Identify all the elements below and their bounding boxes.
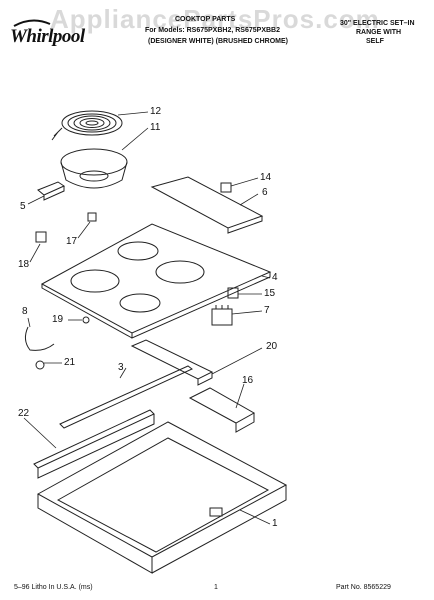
logo-text: Whirlpool [10, 26, 85, 47]
models-line: For Models: RS675PXBH2, RS675PXBB2 [145, 27, 280, 34]
callout-5: 5 [20, 201, 26, 212]
whirlpool-logo: Whirlpool [6, 14, 85, 50]
infinite-switch[interactable] [211, 305, 233, 326]
callout-14: 14 [260, 172, 272, 183]
callout-15: 15 [264, 288, 276, 299]
callout-11: 11 [150, 122, 161, 133]
callout-19: 19 [52, 314, 64, 325]
burner-box[interactable] [36, 421, 288, 574]
watermark: AppliancePartsPros.com [50, 4, 380, 34]
callout-20: 20 [266, 341, 278, 352]
callout-12: 12 [150, 106, 162, 117]
callout-1: 1 [272, 518, 278, 529]
trim-strip[interactable] [59, 365, 193, 429]
callout-22: 22 [18, 408, 30, 419]
front-panel[interactable] [33, 409, 155, 479]
callout-3: 3 [118, 362, 124, 373]
callout-7: 7 [264, 305, 270, 316]
nut-part[interactable] [35, 360, 45, 370]
terminal-block[interactable] [37, 181, 66, 201]
surface-element-coil[interactable] [51, 110, 123, 141]
drip-bowl[interactable] [60, 148, 128, 189]
product-type-line-2: RANGE WITH [356, 29, 402, 36]
page-title: COOKTOP PARTS [175, 16, 236, 23]
side-bracket[interactable] [188, 387, 256, 433]
wire-harness[interactable] [24, 326, 55, 351]
callout-6: 6 [262, 187, 268, 198]
leader-lines [23, 111, 271, 525]
callout-16: 16 [242, 375, 254, 386]
bracket-part[interactable] [35, 231, 47, 243]
callout-17: 17 [66, 236, 78, 247]
callout-8: 8 [22, 306, 28, 317]
screw-part[interactable] [82, 316, 90, 324]
product-type-line-3: SELF [366, 38, 384, 45]
callout-18: 18 [18, 259, 30, 270]
print-info: 5–96 Litho In U.S.A. (ms) [14, 584, 93, 591]
logo-swoosh-icon [13, 19, 51, 27]
switch-part[interactable] [227, 287, 239, 299]
control-panel-plate[interactable] [150, 176, 264, 234]
page-number: 1 [214, 584, 218, 591]
product-type-line-1: 30" ELECTRIC SET–IN [340, 20, 415, 27]
clip-part[interactable] [87, 212, 97, 222]
part-number: Part No. 8565229 [336, 584, 391, 591]
callout-4: 4 [272, 272, 278, 283]
rear-bracket[interactable] [130, 339, 214, 386]
cooktop-main-panel[interactable] [40, 223, 272, 339]
callout-21: 21 [64, 357, 76, 368]
colors-line: (DESIGNER WHITE) (BRUSHED CHROME) [148, 38, 288, 45]
